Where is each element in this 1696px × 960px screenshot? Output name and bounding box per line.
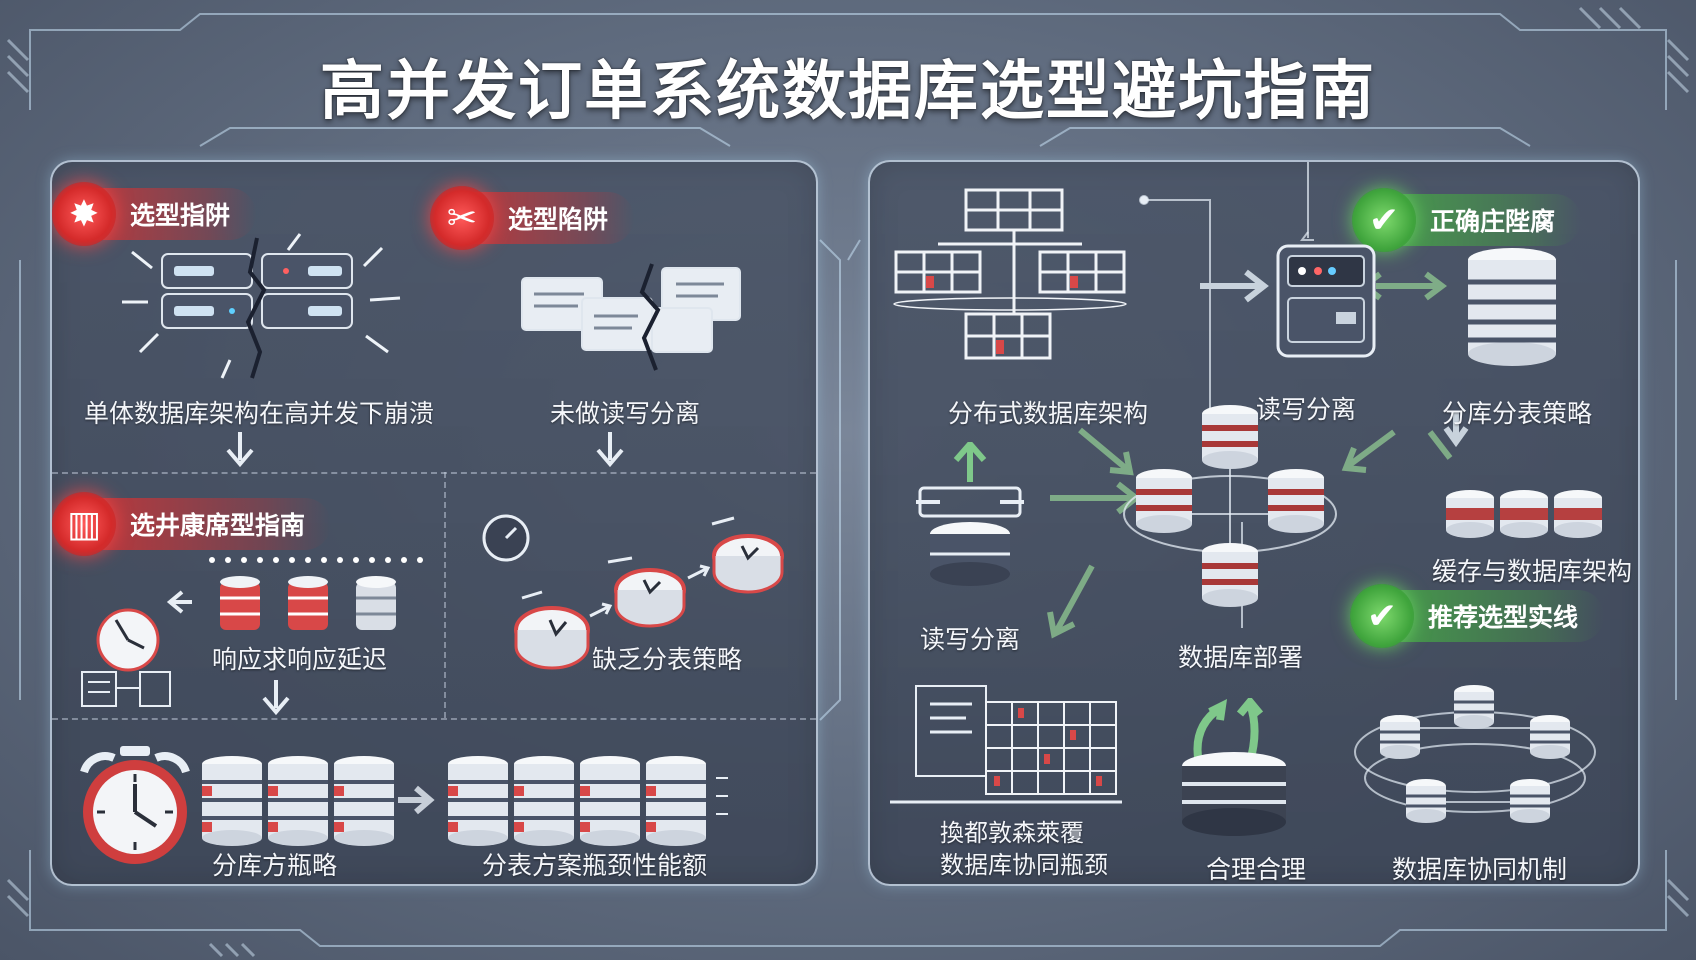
bar-chart-icon: ▥ xyxy=(52,492,116,556)
solution-badge-2: ✔ 推荐选型实线 xyxy=(1350,584,1605,648)
arrow-down-icon xyxy=(262,680,290,716)
database-cluster-icon xyxy=(1123,405,1337,607)
cache-databases-icon xyxy=(1446,490,1602,538)
arrow-down-icon xyxy=(226,432,254,468)
label-monolith-crash: 单体数据库架构在高并发下崩溃 xyxy=(84,400,435,428)
label-distributed-arch: 分布式数据库架构 xyxy=(948,400,1149,428)
alarm-clock-icon xyxy=(80,746,190,864)
solution-badge-1: ✔ 正确庄陛腐 xyxy=(1352,188,1582,252)
label-db-deployment: 数据库部署 xyxy=(1178,644,1304,672)
rw-split-database-icon xyxy=(916,442,1024,586)
slow-clock-icon xyxy=(81,608,171,707)
database-upgrade-icon xyxy=(1182,698,1286,836)
distributed-tables-icon xyxy=(893,188,1127,360)
checkmark-icon: ✔ xyxy=(1350,584,1414,648)
server-icon xyxy=(1276,244,1376,358)
database-network-icon xyxy=(1354,685,1596,823)
pitfall-badge-2: ✂ 选型陷阱 xyxy=(430,186,635,250)
connector-lines xyxy=(1047,162,1469,639)
label-cache-db-arch: 缓存与数据库架构 xyxy=(1432,558,1633,586)
divider-horizontal xyxy=(52,472,816,474)
broken-link-icon: ✂ xyxy=(430,186,494,250)
scattered-timers-icon xyxy=(482,514,784,670)
label-rw-split-top: 读写分离 xyxy=(1256,396,1357,424)
database-row-icon xyxy=(166,557,423,630)
label-rw-split-mid: 读写分离 xyxy=(920,626,1021,654)
label-shard-strategy: 分库分表策略 xyxy=(1442,400,1593,428)
pitfall-badge-3: ▥ 选井康席型指南 xyxy=(52,492,332,556)
crashing-server-icon xyxy=(122,233,401,379)
label-reasonable: 合理合理 xyxy=(1206,856,1307,884)
database-stacks-icon xyxy=(202,754,728,848)
label-coordination-mechanism: 数据库协同机制 xyxy=(1392,856,1568,884)
label-coordination-line2: 数据库协同瓶颈 xyxy=(940,852,1108,879)
arrow-down-icon xyxy=(596,432,624,468)
divider-vertical xyxy=(444,472,446,718)
label-no-sharding: 缺乏分表策略 xyxy=(592,646,743,674)
solutions-panel: ✔ 正确庄陛腐 分布式数据库架构 读写分离 分库分表策略 xyxy=(868,160,1640,886)
label-coordination: 換都敦森萊覆 数据库协同瓶颈 xyxy=(940,818,1108,882)
checkmark-icon: ✔ xyxy=(1352,188,1416,252)
label-no-rw-split: 未做读写分离 xyxy=(550,400,701,428)
pitfall-badge-1: ✸ 选型指阱 xyxy=(52,182,257,246)
warning-burst-icon: ✸ xyxy=(52,182,116,246)
label-db-sharding-plan: 分库方瓶略 xyxy=(212,852,338,880)
label-coordination-line1: 換都敦森萊覆 xyxy=(940,820,1084,847)
divider-horizontal xyxy=(52,718,816,720)
data-grid-icon xyxy=(890,685,1122,804)
pitfalls-panel: ✸ 选型指阱 ✂ 选型陷阱 xyxy=(50,160,818,886)
broken-document-icon xyxy=(521,263,741,371)
database-stack-icon xyxy=(1468,248,1556,366)
label-response-latency: 响应求响应延迟 xyxy=(212,646,388,674)
label-table-sharding-bottleneck: 分表方案瓶颈性能额 xyxy=(482,852,708,880)
page-title: 高并发订单系统数据库选型避坑指南 xyxy=(320,55,1376,127)
